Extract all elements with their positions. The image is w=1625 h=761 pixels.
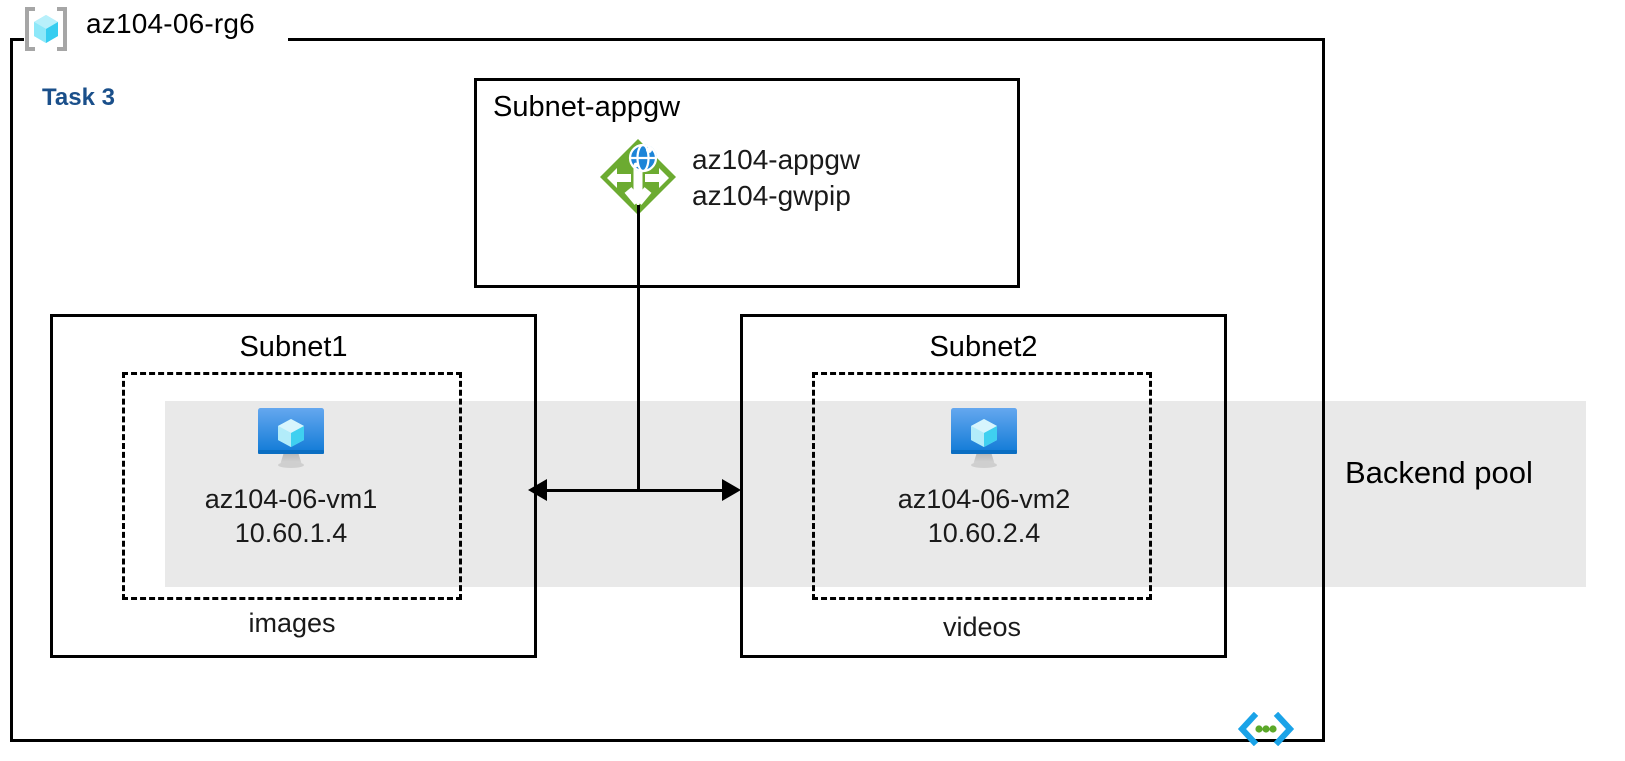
subnet1-subnet2-connector bbox=[545, 489, 729, 492]
appgw-pip-name: az104-gwpip bbox=[692, 180, 851, 212]
subnet2-dashed-group bbox=[812, 372, 1152, 600]
vm1-group: az104-06-vm1 10.60.1.4 bbox=[165, 400, 417, 550]
application-gateway-icon bbox=[600, 139, 676, 215]
resource-group-name: az104-06-rg6 bbox=[86, 8, 255, 39]
subnet1-title: Subnet1 bbox=[239, 331, 348, 363]
appgw-name: az104-appgw bbox=[692, 144, 861, 175]
backend-pool-label: Backend pool bbox=[1345, 455, 1533, 490]
task-label: Task 3 bbox=[42, 84, 115, 111]
virtual-machine-icon bbox=[951, 408, 1017, 468]
vm2-name: az104-06-vm2 bbox=[897, 484, 1071, 514]
code-chevron-icon bbox=[1238, 712, 1294, 746]
resource-group-border-left bbox=[10, 38, 13, 742]
vm1-name: az104-06-vm1 bbox=[204, 484, 378, 514]
subnet1-box: Subnet1 bbox=[50, 314, 537, 658]
subnet1-container-label: images bbox=[248, 608, 336, 638]
virtual-machine-icon bbox=[258, 408, 324, 468]
resource-group-border-top-stub bbox=[10, 38, 24, 41]
subnet-appgw-box: Subnet-appgw bbox=[474, 78, 1020, 288]
subnet2-box: Subnet2 bbox=[740, 314, 1227, 658]
resource-group-border-right bbox=[1322, 38, 1325, 742]
appgw-resource-labels: az104-appgw az104-gwpip bbox=[692, 142, 860, 215]
subnet2-title: Subnet2 bbox=[929, 331, 1038, 363]
resource-group-border-bottom bbox=[10, 739, 1325, 742]
connector-arrowhead-left bbox=[528, 479, 547, 501]
subnet2-container-label: videos bbox=[942, 612, 1022, 642]
subnet1-dashed-group bbox=[122, 372, 462, 600]
resource-group-icon bbox=[25, 7, 67, 51]
resource-group-border-top-main bbox=[288, 38, 1325, 41]
connector-arrowhead-right bbox=[722, 479, 741, 501]
backend-pool-band bbox=[165, 401, 1586, 587]
vm2-group: az104-06-vm2 10.60.2.4 bbox=[858, 400, 1110, 550]
subnet-appgw-title: Subnet-appgw bbox=[493, 91, 681, 123]
vm2-ip: 10.60.2.4 bbox=[927, 518, 1041, 549]
appgw-to-subnets-connector bbox=[637, 205, 640, 491]
vm1-ip: 10.60.1.4 bbox=[234, 518, 348, 549]
